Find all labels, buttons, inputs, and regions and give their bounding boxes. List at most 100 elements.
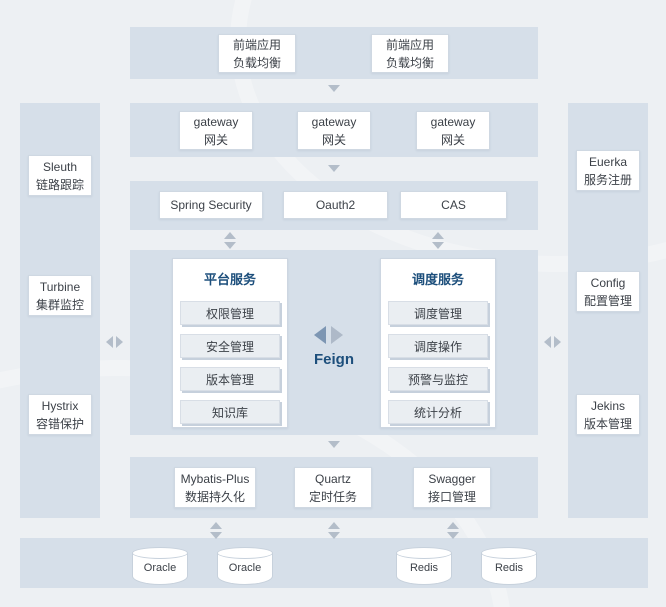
panel-item: 权限管理 [180,301,280,325]
node-config: Config 配置管理 [576,271,640,312]
arrow-down-icon [328,532,340,539]
node-label: 定时任务 [308,489,357,504]
panel-item: 调度管理 [388,301,488,325]
node-label: 前端应用 [232,37,281,52]
arrow-up-icon [210,522,222,529]
node-label: 数据持久化 [184,489,245,504]
arrow-down-icon [328,165,340,172]
node-oauth2: Oauth2 [283,191,388,219]
arrow-down-icon [328,85,340,92]
node-label: 网关 [203,132,228,147]
cylinder-top [217,547,273,559]
database-label: Oracle [228,562,262,574]
arrow-up-down-icon [432,232,444,249]
node-label: Spring Security [170,198,252,212]
database-label: Redis [409,562,439,574]
node-label: gateway [430,114,476,129]
panel-item: 调度操作 [388,334,488,358]
node-label: gateway [311,114,357,129]
panel-item: 安全管理 [180,334,280,358]
arrow-right-icon [116,336,123,348]
node-gateway: gateway 网关 [416,111,490,150]
arrow-up-down-icon [210,522,222,539]
arrow-left-icon [314,326,326,344]
node-label: gateway [193,114,239,129]
node-label: 网关 [321,132,346,147]
node-label: Config [590,275,626,290]
node-label: 前端应用 [385,37,434,52]
node-quartz: Quartz 定时任务 [294,467,372,508]
node-cas: CAS [400,191,507,219]
node-gateway: gateway 网关 [297,111,371,150]
arrow-up-icon [432,232,444,239]
node-jenkins: Jekins 版本管理 [576,394,640,435]
database-band [20,538,648,588]
node-label: Turbine [39,279,81,294]
node-gateway: gateway 网关 [179,111,253,150]
feign-arrows-icon [314,326,343,344]
node-hystrix: Hystrix 容错保护 [28,394,92,435]
arrow-down-icon [432,242,444,249]
node-label: 接口管理 [427,489,476,504]
panel-title: 平台服务 [203,272,256,287]
node-sleuth: Sleuth 链路跟踪 [28,155,92,196]
database-label: Redis [494,562,524,574]
cylinder-top [396,547,452,559]
panel-item: 预警与监控 [388,367,488,391]
platform-services-panel: 平台服务 权限管理 安全管理 版本管理 知识库 [172,258,288,428]
node-turbine: Turbine 集群监控 [28,275,92,316]
panel-item: 知识库 [180,400,280,424]
node-label: 版本管理 [583,416,632,431]
node-label: Quartz [314,471,351,486]
scheduler-services-panel: 调度服务 调度管理 调度操作 预警与监控 统计分析 [380,258,496,428]
arrow-up-icon [224,232,236,239]
feign-label: Feign [314,351,354,368]
node-label: CAS [441,198,466,212]
arrow-down-icon [224,242,236,249]
arrow-left-right-icon [544,336,561,348]
arrow-up-down-icon [328,522,340,539]
node-label: 集群监控 [35,297,84,312]
node-spring-security: Spring Security [159,191,263,219]
panel-item: 版本管理 [180,367,280,391]
node-frontend-loadbalancer: 前端应用 负载均衡 [371,34,449,73]
arrow-right-icon [331,326,343,344]
panel-title: 调度服务 [411,272,464,287]
arrow-up-down-icon [224,232,236,249]
cylinder-top [132,547,188,559]
node-label: Hystrix [41,398,79,413]
arrow-left-icon [106,336,113,348]
node-label: 负载均衡 [385,55,434,70]
cylinder-top [481,547,537,559]
node-label: Mybatis-Plus [180,471,250,486]
node-label: Sleuth [42,159,78,174]
arrow-right-icon [554,336,561,348]
database-redis: Redis [396,547,452,585]
arrow-down-icon [447,532,459,539]
arrow-left-icon [544,336,551,348]
database-oracle: Oracle [217,547,273,585]
node-frontend-loadbalancer: 前端应用 负载均衡 [218,34,296,73]
arrow-down-icon [328,441,340,448]
node-eureka: Euerka 服务注册 [576,150,640,191]
node-label: 容错保护 [35,416,84,431]
arrow-left-right-icon [106,336,123,348]
node-swagger: Swagger 接口管理 [413,467,491,508]
node-label: Euerka [588,154,628,169]
arrow-up-down-icon [447,522,459,539]
node-label: 链路跟踪 [35,177,84,192]
arrow-down-icon [210,532,222,539]
database-label: Oracle [143,562,177,574]
arrow-up-icon [328,522,340,529]
node-label: Oauth2 [315,198,356,212]
node-label: 网关 [440,132,465,147]
node-label: 负载均衡 [232,55,281,70]
node-label: Jekins [590,398,625,413]
database-redis: Redis [481,547,537,585]
database-oracle: Oracle [132,547,188,585]
node-label: 服务注册 [583,172,632,187]
node-mybatis-plus: Mybatis-Plus 数据持久化 [174,467,256,508]
arrow-up-icon [447,522,459,529]
node-label: 配置管理 [583,293,632,308]
